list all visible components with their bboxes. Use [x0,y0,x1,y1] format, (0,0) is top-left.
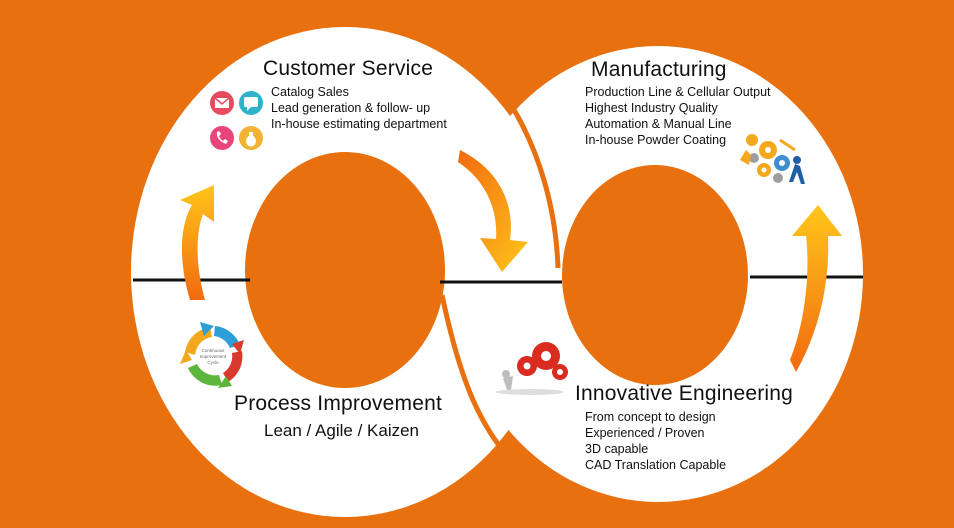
gears-workers-icon [740,134,805,184]
improvement-cycle-icon: Continuous Improvement Cycle [180,322,244,388]
cycle-center-line-2: Improvement [200,354,227,359]
manufacturing-title: Manufacturing [591,58,727,81]
manufacturing-list: Production Line & Cellular Output Highes… [585,84,771,148]
innovative-engineering-title: Innovative Engineering [575,382,794,405]
phone-icon [210,126,234,150]
chat-icon [239,91,263,115]
list-item: Lead generation & follow- up [271,101,431,115]
list-item: Production Line & Cellular Output [585,85,771,99]
arrow-down-center [458,150,528,272]
left-ring-hole [245,152,445,388]
process-improvement-title: Process Improvement [234,392,443,415]
list-item: In-house estimating department [271,117,447,131]
list-item: From concept to design [585,410,716,424]
arrow-up-right [790,205,842,372]
ring-seam-bottom [439,294,522,472]
customer-service-title: Customer Service [263,57,434,80]
arrow-up-left [180,185,214,300]
gears-pushing-icon [496,342,568,395]
list-item: Highest Industry Quality [585,101,718,115]
list-item: In-house Powder Coating [585,133,727,147]
list-item: Experienced / Proven [585,426,705,440]
process-improvement-subtitle: Lean / Agile / Kaizen [264,421,420,440]
list-item: Catalog Sales [271,85,349,99]
right-ring-hole [562,165,748,385]
money-bag-icon [239,126,263,150]
customer-service-list: Catalog Sales Lead generation & follow- … [271,84,447,132]
ring-seam-top [505,98,561,269]
list-item: CAD Translation Capable [585,458,727,472]
mail-icon [210,91,234,115]
list-item: 3D capable [585,442,649,456]
cycle-center-line-1: Continuous [202,348,226,353]
list-item: Automation & Manual Line [585,117,732,131]
cycle-center-line-3: Cycle [207,360,219,365]
innovative-engineering-list: From concept to design Experienced / Pro… [585,409,726,473]
